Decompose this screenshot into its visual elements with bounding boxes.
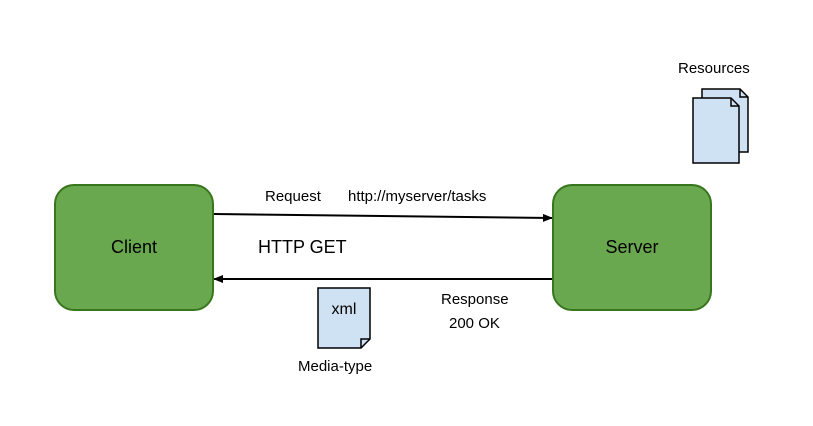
response-status: 200 OK xyxy=(449,315,500,332)
server-node: Server xyxy=(552,184,712,311)
client-node: Client xyxy=(54,184,214,311)
response-label: Response xyxy=(441,291,509,308)
request-label: Request xyxy=(265,188,321,205)
stacked-documents-icon xyxy=(692,88,749,164)
http-method-label: HTTP GET xyxy=(258,237,347,257)
media-type-label: Media-type xyxy=(298,358,373,375)
request-arrow xyxy=(213,213,553,222)
resources-label: Resources xyxy=(678,60,750,77)
document-type-text: xml xyxy=(331,301,357,318)
document-icon xyxy=(317,287,371,349)
request-url: http://myserver/tasks xyxy=(348,188,487,205)
